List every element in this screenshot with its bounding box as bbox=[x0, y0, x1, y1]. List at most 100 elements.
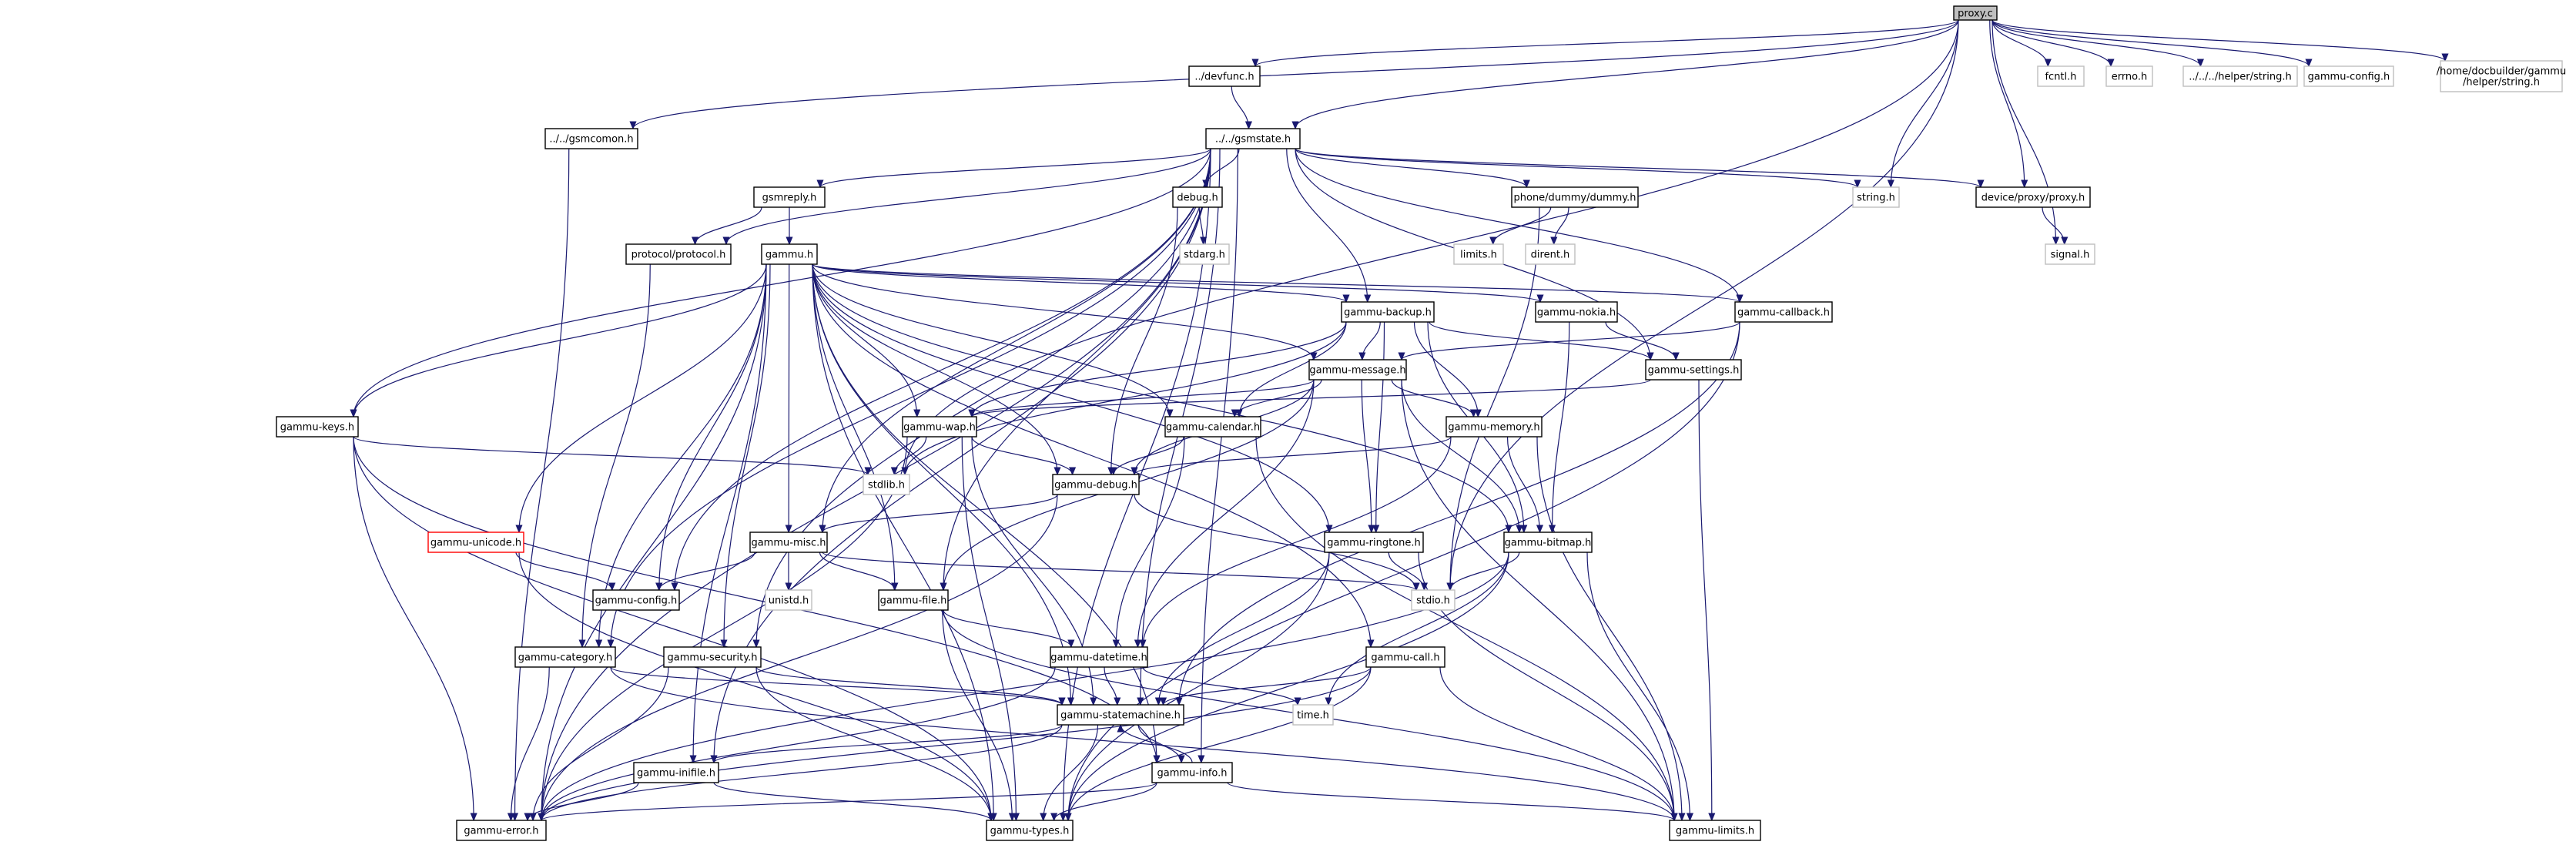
node-protocol_h[interactable]: protocol/protocol.h bbox=[625, 243, 732, 265]
node-gammu_config_top: gammu-config.h bbox=[2303, 65, 2394, 87]
node-label: gammu-file.h bbox=[880, 595, 947, 607]
node-gsmcomon_h[interactable]: ../../gsmcomon.h bbox=[544, 128, 638, 149]
node-box bbox=[663, 646, 762, 668]
edge-devfunc_h-to-gsmstate_h bbox=[1231, 86, 1253, 130]
node-box bbox=[427, 531, 524, 553]
edge-gammu_datetime_h-to-gammu_statemachine_h bbox=[1104, 666, 1121, 706]
node-label: device/proxy/proxy.h bbox=[1981, 193, 2085, 204]
edge-gammu_security_h-to-gammu_statemachine_h bbox=[755, 666, 1066, 706]
node-label: time.h bbox=[1297, 710, 1329, 722]
node-label: unistd.h bbox=[769, 595, 809, 607]
node-box bbox=[765, 589, 812, 611]
edge-gammu_info_h-to-gammu_types_h bbox=[1050, 782, 1157, 822]
node-box bbox=[1975, 186, 2091, 208]
node-gammu_security_h[interactable]: gammu-security.h bbox=[663, 646, 762, 668]
node-gammu_call_h[interactable]: gammu-call.h bbox=[1365, 646, 1445, 668]
node-box bbox=[1292, 704, 1334, 726]
edge-gammu_h-to-gammu_unicode_h bbox=[515, 263, 767, 534]
node-box bbox=[1052, 474, 1140, 495]
node-label: signal.h bbox=[2051, 250, 2090, 261]
edge-phone_dummy_h-to-dirent_h bbox=[1550, 206, 1569, 246]
node-gammu_info_h[interactable]: gammu-info.h bbox=[1151, 762, 1233, 783]
node-gammu_inifile_h[interactable]: gammu-inifile.h bbox=[633, 762, 719, 783]
edge-gammu_h-to-gammu_calendar_h bbox=[812, 263, 1174, 418]
node-box bbox=[1324, 531, 1424, 553]
node-label: protocol/protocol.h bbox=[631, 250, 726, 261]
node-gammu_unicode_h[interactable]: gammu-unicode.h bbox=[427, 531, 524, 553]
node-label: gammu-call.h bbox=[1371, 652, 1439, 664]
edge-gammu_backup_h-to-gammu_memory_h bbox=[1413, 321, 1482, 418]
node-gammu_wap_h[interactable]: gammu-wap.h bbox=[902, 416, 977, 438]
edge-gammu_statemachine_h-to-gammu_inifile_h bbox=[710, 724, 1063, 764]
edge-gammu_file_h-to-gammu_types_h bbox=[942, 609, 1016, 822]
node-label: gammu-unicode.h bbox=[430, 538, 521, 549]
node-label: gammu-calendar.h bbox=[1166, 422, 1260, 434]
edge-gsmreply_h-to-protocol_h bbox=[692, 206, 762, 246]
node-box bbox=[1365, 646, 1445, 668]
node-box bbox=[1453, 243, 1504, 265]
node-gammu_ringtone_h[interactable]: gammu-ringtone.h bbox=[1324, 531, 1424, 553]
node-label: gammu-inifile.h bbox=[637, 768, 715, 780]
node-gammu_backup_h[interactable]: gammu-backup.h bbox=[1341, 301, 1435, 323]
edge-gammu_h-to-gammu_debug_h bbox=[812, 263, 1061, 476]
node-label: gammu-nokia.h bbox=[1537, 307, 1616, 319]
node-gammu_message_h[interactable]: gammu-message.h bbox=[1308, 359, 1407, 381]
edge-gammu_h-to-gammu_misc_h bbox=[785, 263, 792, 534]
node-label: gammu-config.h bbox=[595, 595, 678, 607]
node-gammu_error_h[interactable]: gammu-error.h bbox=[456, 820, 547, 841]
node-box bbox=[2105, 65, 2153, 87]
edge-gammu_inifile_h-to-gammu_error_h bbox=[524, 782, 639, 822]
node-gammu_calendar_h[interactable]: gammu-calendar.h bbox=[1164, 416, 1261, 438]
node-label: stdarg.h bbox=[1184, 250, 1225, 261]
node-gammu_limits_h[interactable]: gammu-limits.h bbox=[1669, 820, 1761, 841]
edge-gammu_h-to-gammu_callback_h bbox=[812, 263, 1744, 303]
node-gammu_bitmap_h[interactable]: gammu-bitmap.h bbox=[1503, 531, 1593, 553]
node-gsmstate_h[interactable]: ../../gsmstate.h bbox=[1205, 128, 1301, 149]
node-proxy_c[interactable]: proxy.c bbox=[1953, 5, 1998, 21]
node-gammu_statemachine_h[interactable]: gammu-statemachine.h bbox=[1057, 704, 1184, 726]
edge-proxy_c-to-gsmcomon_h bbox=[629, 19, 1959, 130]
node-box bbox=[1535, 301, 1618, 323]
node-gammu_callback_h[interactable]: gammu-callback.h bbox=[1734, 301, 1833, 323]
node-gsmreply_h[interactable]: gsmreply.h bbox=[753, 186, 826, 208]
node-gammu_config_h[interactable]: gammu-config.h bbox=[592, 589, 680, 611]
node-devfunc_h[interactable]: ../devfunc.h bbox=[1188, 65, 1261, 87]
node-gammu_category_h[interactable]: gammu-category.h bbox=[514, 646, 616, 668]
edge-gsmstate_h-to-gammu_category_h bbox=[607, 148, 1211, 649]
node-gammu_keys_h[interactable]: gammu-keys.h bbox=[276, 416, 359, 438]
node-label: string.h bbox=[1857, 193, 1895, 204]
node-gammu_memory_h[interactable]: gammu-memory.h bbox=[1445, 416, 1543, 438]
node-label: gammu-error.h bbox=[464, 826, 538, 837]
node-gammu_settings_h[interactable]: gammu-settings.h bbox=[1645, 359, 1742, 381]
node-gammu_debug_h[interactable]: gammu-debug.h bbox=[1052, 474, 1140, 495]
node-label: gammu-bitmap.h bbox=[1505, 538, 1592, 549]
node-gammu_types_h[interactable]: gammu-types.h bbox=[986, 820, 1074, 841]
edge-proxy_c-to-gsmstate_h bbox=[1291, 19, 1959, 130]
edge-gsmstate_h-to-device_proxy_h bbox=[1295, 148, 1985, 189]
node-box bbox=[1503, 531, 1593, 553]
node-label: gammu-memory.h bbox=[1448, 422, 1539, 434]
edge-debug_h-to-stdarg_h bbox=[1198, 206, 1208, 246]
node-label: stdio.h bbox=[1416, 595, 1450, 607]
node-dirent_h: dirent.h bbox=[1525, 243, 1576, 265]
edge-gammu_info_h-to-gammu_statemachine_h bbox=[1117, 723, 1193, 763]
edge-gammu_settings_h-to-gammu_limits_h bbox=[1698, 379, 1716, 822]
edge-gammu_debug_h-to-gammu_misc_h bbox=[819, 494, 1058, 534]
node-string_h: string.h bbox=[1852, 186, 1900, 208]
node-stdlib_h: stdlib.h bbox=[863, 474, 910, 495]
edge-gammu_bitmap_h-to-gammu_limits_h bbox=[1586, 552, 1694, 822]
node-phone_dummy_h[interactable]: phone/dummy/dummy.h bbox=[1511, 186, 1639, 208]
node-box bbox=[1511, 186, 1639, 208]
edge-gammu_bitmap_h-to-stdio_h bbox=[1446, 552, 1520, 592]
node-device_proxy_h[interactable]: device/proxy/proxy.h bbox=[1975, 186, 2091, 208]
node-gammu_nokia_h[interactable]: gammu-nokia.h bbox=[1535, 301, 1618, 323]
node-gammu_file_h[interactable]: gammu-file.h bbox=[878, 589, 949, 611]
node-debug_h[interactable]: debug.h bbox=[1172, 186, 1223, 208]
node-gammu_datetime_h[interactable]: gammu-datetime.h bbox=[1050, 646, 1148, 668]
node-box bbox=[1525, 243, 1576, 265]
node-box bbox=[633, 762, 719, 783]
node-gammu_misc_h[interactable]: gammu-misc.h bbox=[749, 531, 828, 553]
node-gammu_h[interactable]: gammu.h bbox=[761, 243, 818, 265]
node-label: gammu-settings.h bbox=[1648, 365, 1740, 377]
node-box bbox=[1308, 359, 1407, 381]
